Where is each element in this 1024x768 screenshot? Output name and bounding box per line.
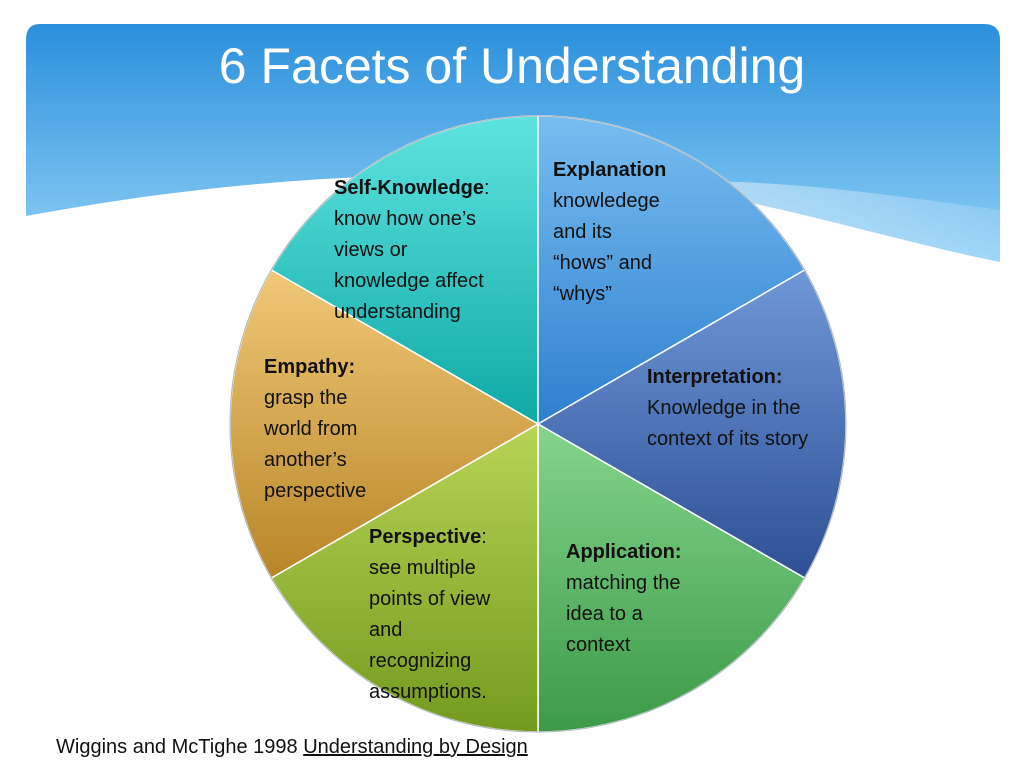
facet-self-knowledge-label-suffix: :	[484, 177, 490, 199]
facet-interpretation-line: Knowledge in the	[647, 397, 801, 419]
citation: Wiggins and McTighe 1998 Understanding b…	[56, 733, 528, 761]
facet-perspective-line: points of view	[369, 588, 491, 610]
facet-interpretation-line: context of its story	[647, 428, 809, 450]
facet-application-heading: Application:	[566, 537, 682, 568]
facet-self-knowledge-line: views or	[334, 239, 408, 261]
facet-empathy-line: another’s	[264, 449, 347, 471]
facet-application-line: idea to a	[566, 603, 643, 625]
citation-author: Wiggins and McTighe 1998	[56, 736, 298, 758]
facet-explanation: Explanation knowledege and its “hows” an…	[553, 155, 666, 310]
facet-perspective-line: see multiple	[369, 557, 476, 579]
facet-self-knowledge-heading: Self-Knowledge:	[334, 173, 490, 204]
facet-perspective-label-suffix: :	[481, 526, 487, 548]
facet-empathy-label: Empathy:	[264, 356, 356, 378]
facet-self-knowledge-label: Self-Knowledge	[334, 177, 485, 199]
facet-perspective-line: recognizing	[369, 650, 472, 672]
citation-book-link[interactable]: Understanding by Design	[303, 736, 528, 758]
facet-perspective-heading: Perspective:	[369, 522, 490, 553]
facet-application-line: context	[566, 634, 631, 656]
facet-self-knowledge-line: know how one’s	[334, 208, 476, 230]
facet-perspective-line: assumptions.	[369, 681, 487, 703]
facet-self-knowledge-line: knowledge affect	[334, 270, 484, 292]
facet-explanation-line: “whys”	[553, 283, 612, 305]
facet-application-label: Application:	[566, 541, 682, 563]
facet-empathy-heading: Empathy:	[264, 352, 366, 383]
header-wave	[620, 180, 1000, 262]
facet-empathy-line: perspective	[264, 480, 367, 502]
facet-explanation-label: Explanation	[553, 159, 667, 181]
facet-application-line: matching the	[566, 572, 681, 594]
facet-application: Application: matching the idea to a cont…	[566, 537, 682, 661]
slide-title: 6 Facets of Understanding	[218, 38, 806, 94]
facet-explanation-line: and its	[553, 221, 612, 243]
facet-explanation-line: “hows” and	[553, 252, 652, 274]
facet-interpretation-label: Interpretation:	[647, 366, 783, 388]
facet-interpretation-heading: Interpretation:	[647, 362, 808, 393]
pie-outline	[229, 115, 847, 733]
facet-perspective-label: Perspective	[369, 526, 482, 548]
facet-self-knowledge: Self-Knowledge: know how one’s views or …	[334, 173, 490, 328]
facet-explanation-line: knowledege	[553, 190, 660, 212]
facet-interpretation: Interpretation: Knowledge in the context…	[647, 362, 808, 455]
facet-explanation-heading: Explanation	[553, 155, 666, 186]
facet-perspective-line: and	[369, 619, 403, 641]
facet-empathy: Empathy: grasp the world from another’s …	[264, 352, 366, 507]
facet-self-knowledge-line: understanding	[334, 301, 461, 323]
facet-empathy-line: grasp the	[264, 387, 348, 409]
facet-empathy-line: world from	[264, 418, 358, 440]
facet-perspective: Perspective: see multiple points of view…	[369, 522, 490, 708]
